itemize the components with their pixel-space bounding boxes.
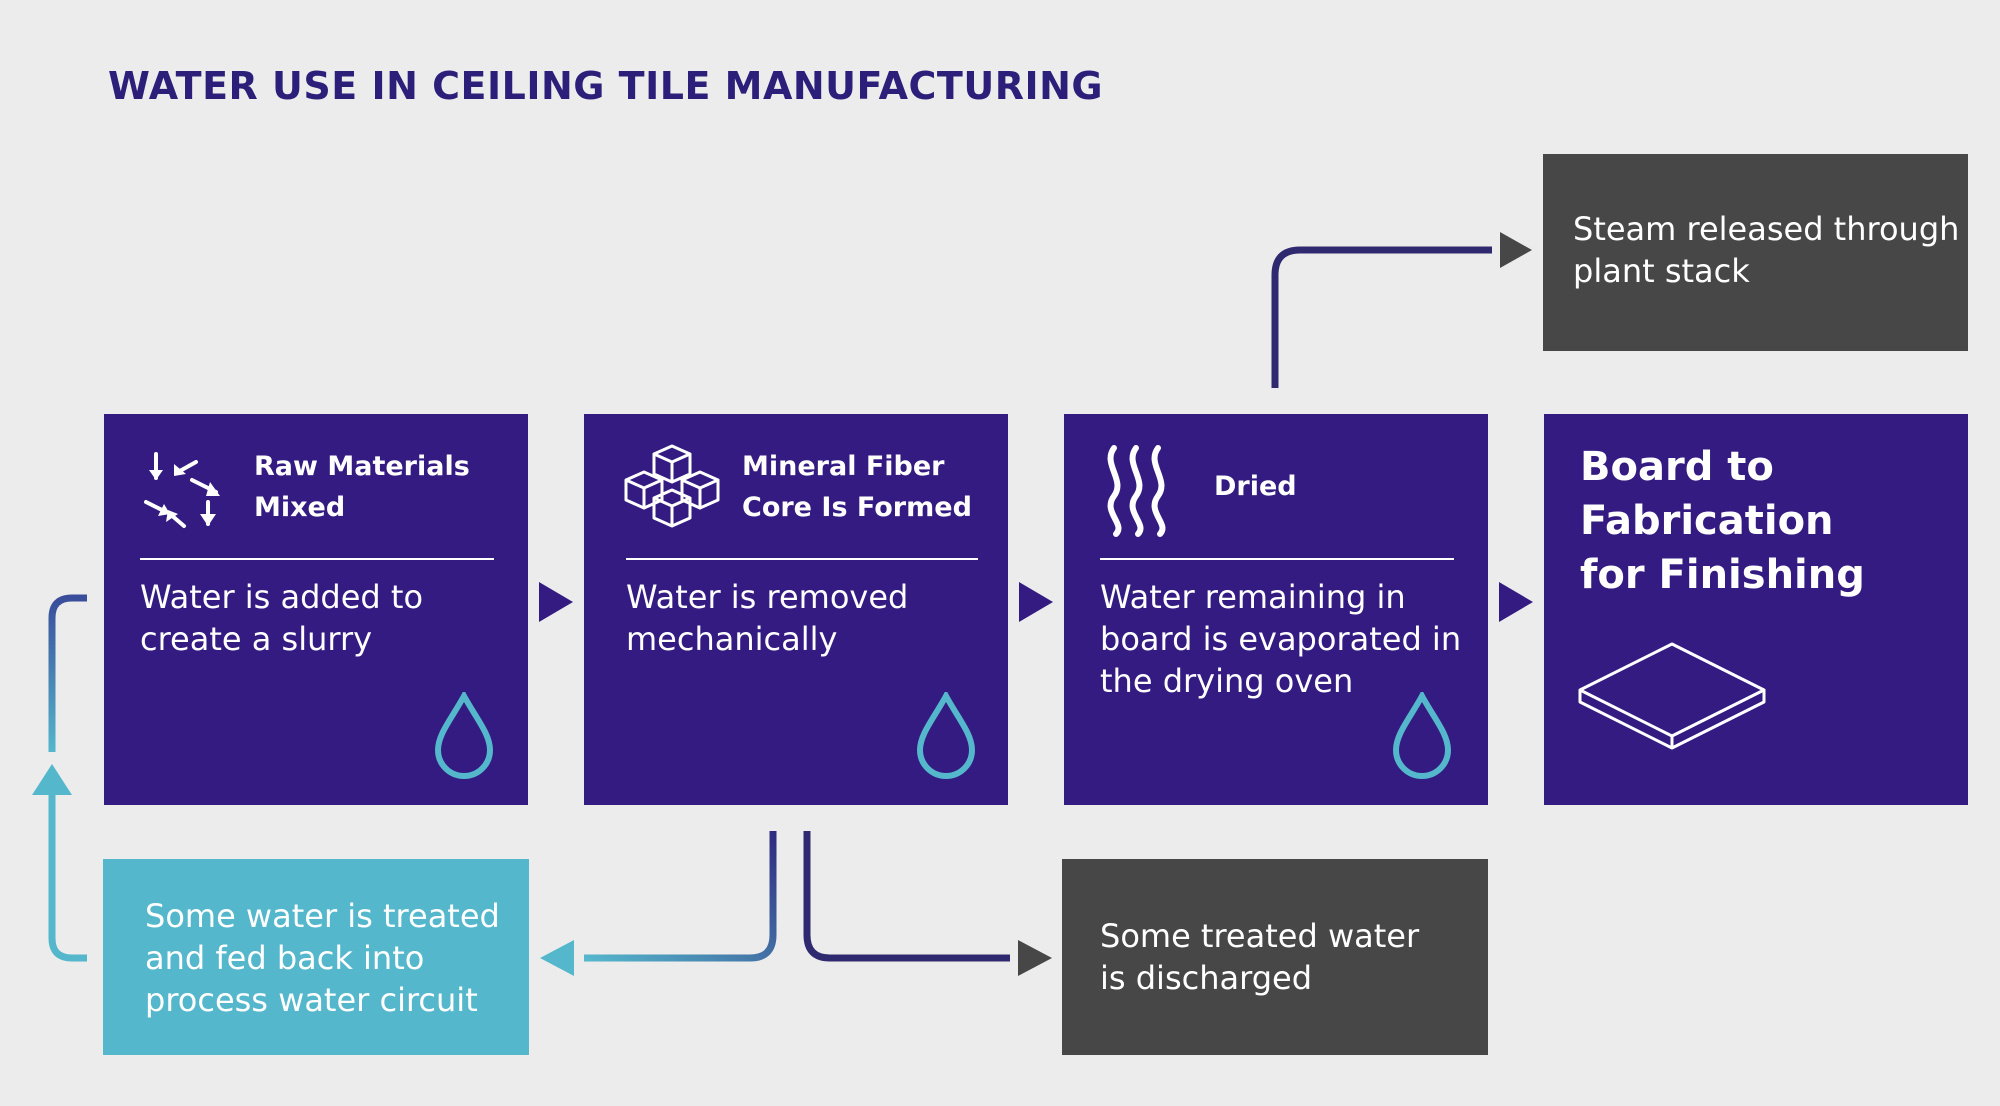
discharge-line-2: is discharged (1100, 959, 1312, 997)
stage-arrow-3 (1499, 582, 1533, 622)
steam-connector (1271, 246, 1492, 388)
stage-1-divider (140, 558, 494, 560)
stage-2-desc-line-1: Water is removed (626, 578, 909, 616)
stage-mineral-fiber: Mineral Fiber Core Is Formed Water is re… (584, 414, 1008, 805)
feedback-connector-upper (48, 594, 87, 752)
stage-3-divider (1100, 558, 1454, 560)
stage-dried: Dried Water remaining in board is evapor… (1064, 414, 1488, 805)
steam-box: Steam released through plant stack (1543, 154, 1968, 351)
water-drop-icon (434, 692, 494, 779)
recycle-arrows-icon (144, 452, 220, 528)
discharge-box: Some treated water is discharged (1062, 859, 1488, 1055)
steam-line-1: Steam released through (1573, 210, 1960, 248)
recycle-connector (584, 831, 777, 962)
recycle-line-2: and fed back into (145, 939, 425, 977)
steam-line-2: plant stack (1573, 252, 1750, 290)
discharge-connector (803, 831, 1010, 962)
stage-2-desc-line-2: mechanically (626, 620, 838, 658)
recycle-box: Some water is treated and fed back into … (103, 859, 529, 1055)
water-drop-icon (916, 692, 976, 779)
stage-1-heading-line-2: Mixed (254, 492, 346, 523)
stage-3-desc-line-2: board is evaporated in (1100, 620, 1462, 658)
discharge-arrow (1018, 940, 1052, 976)
heat-waves-icon (1107, 445, 1166, 537)
recycle-arrow (540, 940, 574, 976)
final-line-2: Fabrication (1580, 498, 1834, 544)
stage-3-heading-line-1: Dried (1214, 471, 1297, 502)
stage-1-desc-line-2: create a slurry (140, 620, 373, 658)
stage-arrow-1 (539, 582, 573, 622)
stage-2-divider (626, 558, 978, 560)
steam-arrow (1500, 232, 1532, 268)
stage-arrow-2 (1019, 582, 1053, 622)
stage-1-heading-line-1: Raw Materials (254, 451, 470, 482)
discharge-line-1: Some treated water (1100, 917, 1420, 955)
recycle-line-1: Some water is treated (145, 897, 500, 935)
page-title: WATER USE IN CEILING TILE MANUFACTURING (108, 64, 1104, 108)
stage-2-heading-line-2: Core Is Formed (742, 492, 972, 523)
final-line-1: Board to (1580, 444, 1774, 490)
stage-raw-materials: Raw Materials Mixed Water is added to cr… (104, 414, 528, 805)
feedback-connector (48, 795, 87, 962)
stage-2-heading-line-1: Mineral Fiber (742, 451, 945, 482)
stage-board-fabrication: Board to Fabrication for Finishing (1544, 414, 1968, 805)
board-icon (1578, 642, 1766, 750)
recycle-line-3: process water circuit (145, 981, 478, 1019)
stage-1-desc-line-1: Water is added to (140, 578, 424, 616)
feedback-arrow (32, 764, 72, 795)
stage-3-desc-line-1: Water remaining in (1100, 578, 1406, 616)
stage-3-desc-line-3: the drying oven (1100, 662, 1354, 700)
final-line-3: for Finishing (1580, 552, 1865, 598)
water-drop-icon (1392, 692, 1452, 779)
cubes-icon (624, 444, 720, 528)
